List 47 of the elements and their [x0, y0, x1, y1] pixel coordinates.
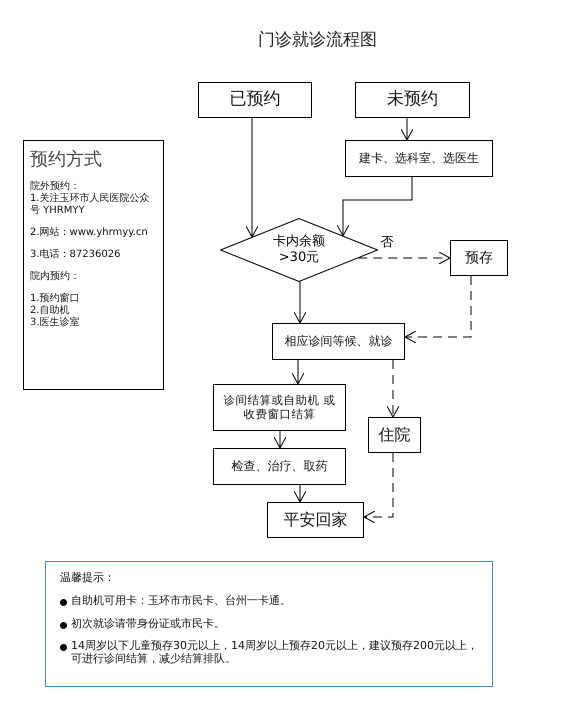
- panel-text: 1.预约窗口: [30, 292, 81, 304]
- process-box: [345, 140, 493, 177]
- tip-text: 初次就诊请带身份证或市民卡。: [71, 618, 225, 630]
- arrow: [404, 276, 472, 344]
- panel-heading: 预约方式: [30, 149, 103, 171]
- process-box: [267, 502, 364, 538]
- process-box: [272, 323, 405, 360]
- panel-text: 院内预约：: [30, 270, 81, 283]
- tip-text: 自助机可用卡：玉环市市民卡、台州一卡通。: [71, 595, 291, 608]
- arrow: [294, 281, 306, 324]
- box-label: 未预约: [387, 90, 438, 110]
- process-box: [368, 417, 421, 453]
- arrow: [364, 452, 394, 524]
- tips-panel: [45, 561, 493, 687]
- box-label: 已预约: [230, 90, 280, 110]
- edge-label: 否: [378, 236, 396, 249]
- arrow: [246, 118, 258, 238]
- box-label: 预存: [465, 250, 493, 266]
- process-box: [198, 82, 312, 118]
- tips-heading: 温馨提示：: [60, 570, 116, 585]
- arrow: [336, 176, 412, 236]
- process-box: [213, 448, 346, 485]
- box-label: 建卡、选科室、选医生: [359, 152, 479, 166]
- panel-text: 2.网站：www.yhrmyy.cn: [30, 226, 149, 239]
- arrow: [294, 484, 306, 502]
- process-box: [213, 384, 346, 431]
- arrow: [386, 360, 400, 418]
- panel-text: 3.医生诊室: [30, 316, 81, 329]
- info-panel: [23, 140, 164, 390]
- panel-text: 院外预约：: [30, 180, 81, 192]
- box-label: 检查、治疗、取药: [232, 460, 328, 474]
- panel-text: 3.电话：87236026: [30, 248, 122, 261]
- arrow: [400, 118, 414, 140]
- process-box: [450, 240, 508, 276]
- box-label: 相应诊间等候、就诊: [284, 334, 392, 348]
- arrow: [292, 360, 304, 384]
- arrow: [274, 430, 286, 448]
- box-label: 诊间结算或自助机 或收费窗口结算: [222, 394, 336, 421]
- tip-text: 14周岁以下儿童预存30元以上，14周岁以上预存20元以上，建议预存200元以上，可进行诊间结算，减少结算排队。: [71, 640, 478, 666]
- box-label: 平安回家: [284, 510, 348, 530]
- arrow: [358, 252, 450, 264]
- box-label: 住院: [378, 426, 410, 444]
- process-box: [355, 82, 470, 118]
- diagram-title: 门诊就诊流程图: [258, 29, 377, 51]
- panel-text: 2.自助机: [30, 304, 71, 316]
- panel-text: 1.关注玉环市人民医院公众号 YHRMYY: [30, 192, 151, 217]
- decision-label: 卡内余额 >30元: [272, 234, 326, 266]
